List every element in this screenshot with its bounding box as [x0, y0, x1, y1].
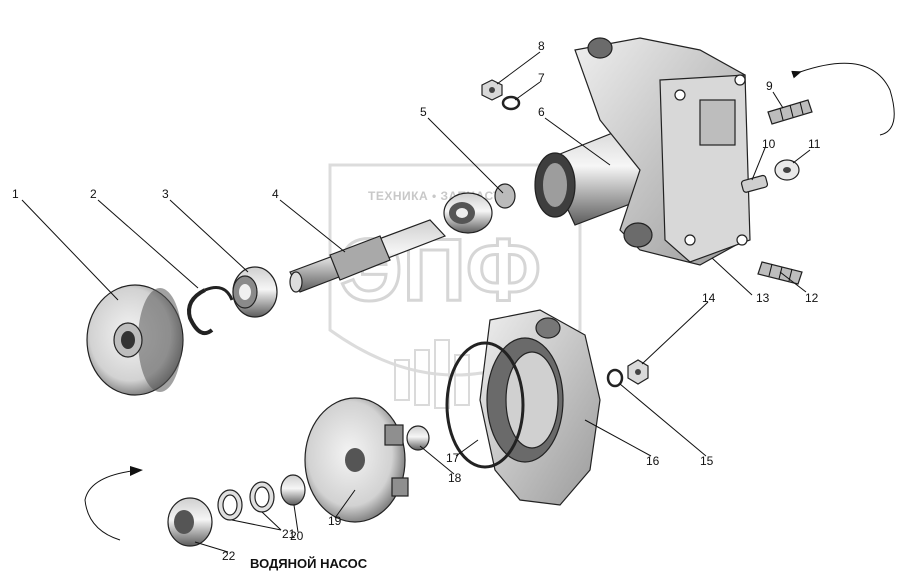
- part-4-shaft: [289, 219, 447, 293]
- callout-18: 18: [448, 471, 462, 485]
- part-11-washer: [774, 159, 800, 181]
- callout-7: 7: [538, 71, 545, 85]
- callout-21: 21: [282, 527, 296, 541]
- callout-16: 16: [646, 454, 660, 468]
- callout-9: 9: [766, 79, 773, 93]
- callouts: 1 2 3 4 5 6 7 8 9 10 11 12 13 14 15 16 1…: [12, 39, 821, 563]
- part-14-nut: [627, 359, 649, 385]
- callout-8: 8: [538, 39, 545, 53]
- callout-6: 6: [538, 105, 545, 119]
- callout-14: 14: [702, 291, 716, 305]
- part-2-snap-ring: [187, 286, 234, 335]
- part-18-seal: [406, 425, 430, 451]
- part-15-washer: [606, 368, 624, 388]
- part-12-stud: [757, 261, 803, 285]
- callout-17: 17: [446, 451, 460, 465]
- part-5-bearing: [443, 183, 516, 234]
- part-20-ring: [280, 474, 306, 506]
- callout-2: 2: [90, 187, 97, 201]
- rotation-arrow-bottom-icon: [84, 469, 141, 541]
- callout-19: 19: [328, 514, 342, 528]
- part-17-gasket: [445, 341, 525, 469]
- part-8-nut: [481, 79, 503, 101]
- callout-13: 13: [756, 291, 770, 305]
- callout-22: 22: [222, 549, 236, 563]
- watermark-tagline: ТЕХНИКА • ЗАПЧАСТИ: [368, 189, 510, 203]
- leader-lines: [21, 51, 811, 553]
- watermark-buildings-icon: [394, 339, 470, 409]
- part-22-nut: [167, 497, 213, 547]
- part-19-impeller: [304, 397, 409, 523]
- part-21-ring-a: [249, 481, 275, 513]
- callout-12: 12: [805, 291, 819, 305]
- part-21-ring-b: [217, 489, 243, 521]
- part-1-pulley: [86, 284, 184, 396]
- callout-11: 11: [808, 137, 821, 151]
- part-13-housing-body: [574, 37, 751, 266]
- callout-15: 15: [700, 454, 714, 468]
- rotation-arrow-bottom-head-icon: [130, 466, 143, 476]
- callout-10: 10: [762, 137, 776, 151]
- callout-1: 1: [12, 187, 19, 201]
- rotation-arrow-top-icon: [791, 62, 895, 136]
- callout-3: 3: [162, 187, 169, 201]
- part-3-bearing: [232, 266, 278, 318]
- callout-4: 4: [272, 187, 279, 201]
- callout-20: 20: [290, 529, 304, 543]
- diagram-title: ВОДЯНОЙ НАСОС: [250, 556, 368, 571]
- part-9-stud: [767, 99, 813, 125]
- callout-5: 5: [420, 105, 427, 119]
- part-7-washer: [501, 95, 521, 111]
- part-16-pump-body: [479, 309, 601, 506]
